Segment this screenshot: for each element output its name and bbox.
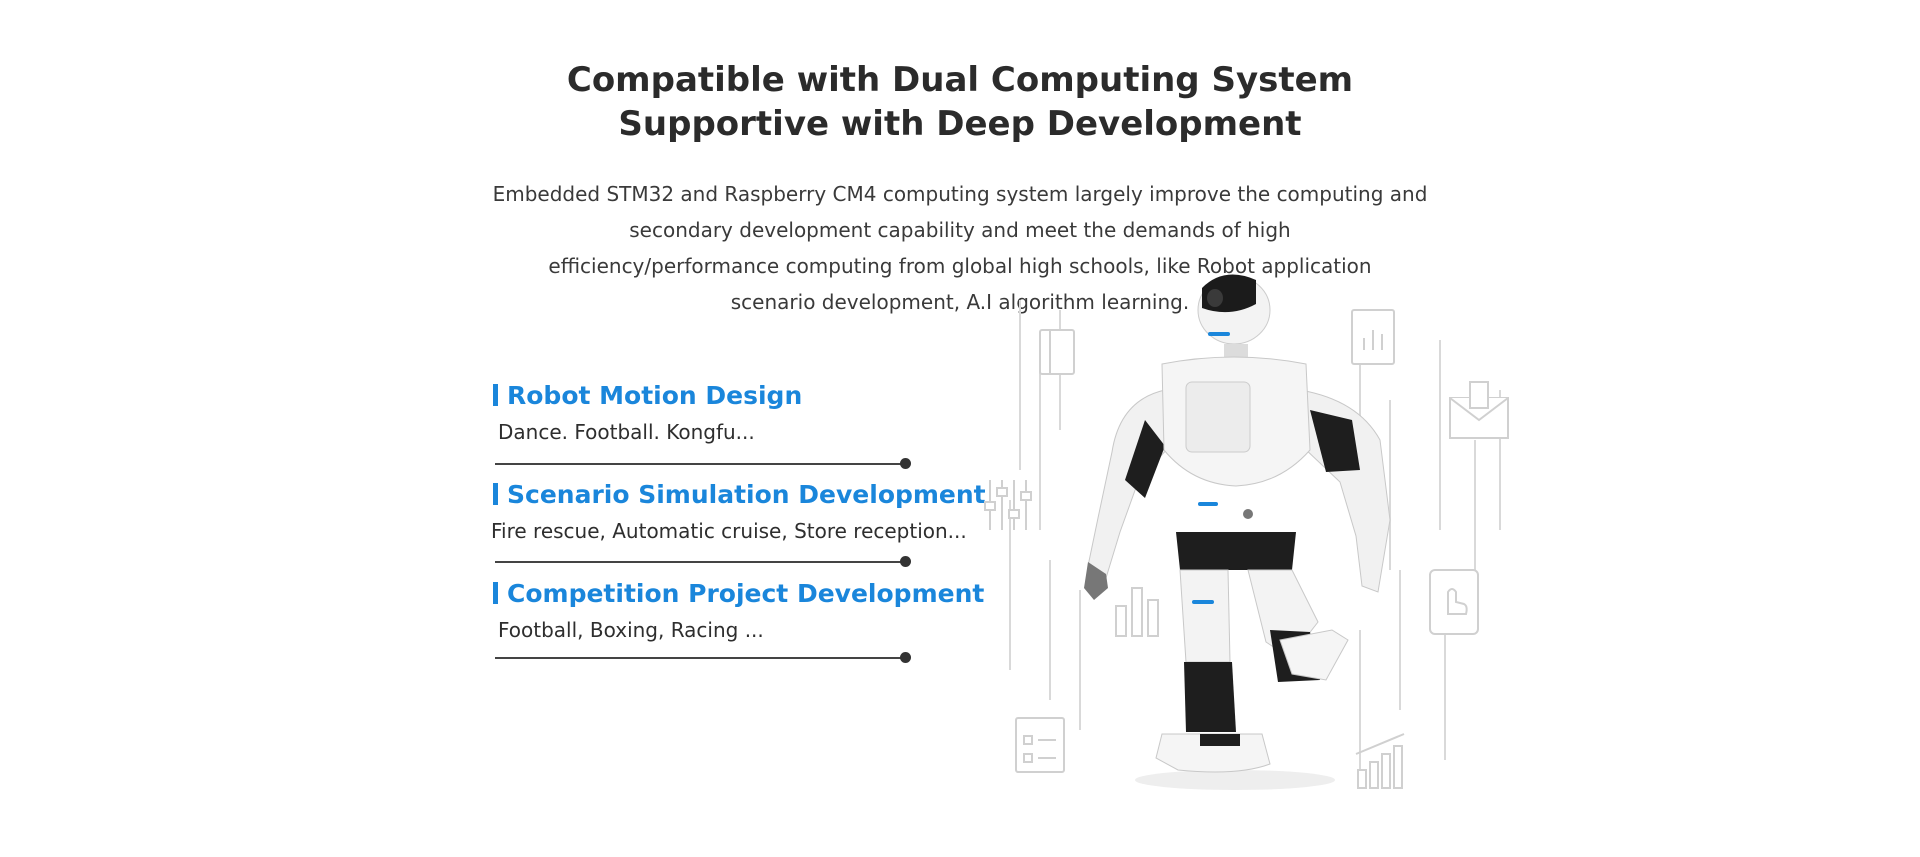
growth-chart-icon <box>1355 733 1405 789</box>
feature-divider-dot <box>900 652 911 663</box>
feature-header: Competition Project Development <box>493 576 984 610</box>
page-title: Compatible with Dual Computing System Su… <box>0 58 1920 146</box>
title-line-1: Compatible with Dual Computing System <box>566 60 1354 100</box>
bar-chart-icon <box>1115 587 1159 637</box>
humanoid-robot <box>1084 274 1391 790</box>
checklist-icon <box>1015 717 1065 773</box>
description-line-3: efficiency/performance computing from gl… <box>548 254 1372 278</box>
description: Embedded STM32 and Raspberry CM4 computi… <box>490 176 1430 320</box>
feature-competition-project: Competition Project Development Football… <box>493 576 984 642</box>
mail-chart-icon <box>1449 381 1509 439</box>
feature-divider <box>495 657 905 659</box>
feature-header: Scenario Simulation Development <box>493 477 986 511</box>
feature-text: Fire rescue, Automatic cruise, Store rec… <box>491 519 967 543</box>
feature-motion-design: Robot Motion Design Dance. Football. Kon… <box>493 378 802 444</box>
feature-text: Football, Boxing, Racing ... <box>498 618 764 642</box>
feature-title: Scenario Simulation Development <box>507 479 986 509</box>
title-line-2: Supportive with Deep Development <box>618 104 1302 144</box>
accent-bar <box>493 483 498 505</box>
feature-divider-dot <box>900 458 911 469</box>
robot-illustration <box>984 274 1509 790</box>
tablet-touch-icon <box>1429 569 1479 635</box>
description-line-1: Embedded STM32 and Raspberry CM4 computi… <box>492 182 1428 206</box>
description-line-4: scenario development, A.I algorithm lear… <box>730 290 1190 314</box>
feature-title: Robot Motion Design <box>507 380 803 410</box>
feature-scenario-simulation: Scenario Simulation Development Fire res… <box>491 477 986 544</box>
feature-divider <box>495 561 905 563</box>
feature-divider <box>495 463 905 465</box>
feature-text: Dance. Football. Kongfu... <box>498 420 755 444</box>
feature-header: Robot Motion Design <box>493 378 802 412</box>
description-line-2: secondary development capability and mee… <box>629 218 1291 242</box>
accent-bar <box>493 582 498 604</box>
book-icon <box>1039 329 1075 375</box>
accent-bar <box>493 384 498 406</box>
equalizer-icon <box>984 480 1032 530</box>
feature-divider-dot <box>900 556 911 567</box>
document-chart-icon <box>1351 309 1395 365</box>
feature-title: Competition Project Development <box>507 578 985 608</box>
